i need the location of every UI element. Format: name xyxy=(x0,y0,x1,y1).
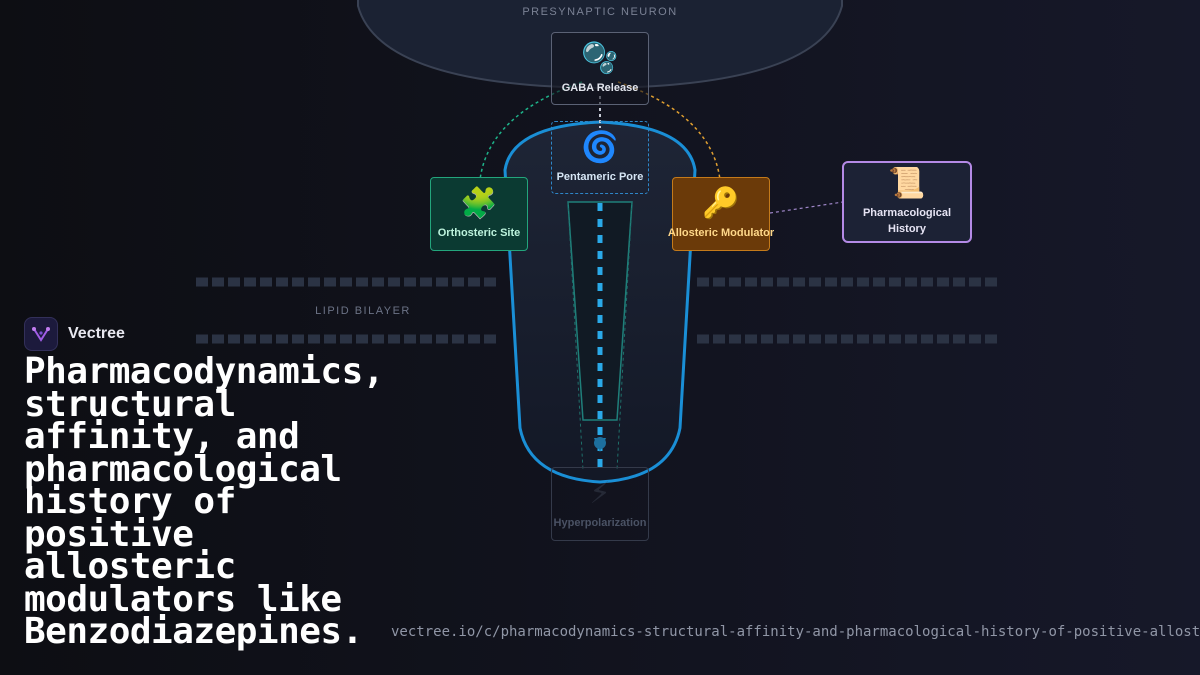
gaba-release-label: GABA Release xyxy=(561,81,639,94)
hyperpolarization-label: Hyperpolarization xyxy=(553,517,647,529)
ion-flow-drop xyxy=(594,437,606,449)
brand[interactable]: Vectree xyxy=(24,317,125,351)
gaba-release-node[interactable]: 🫧 GABA Release xyxy=(551,32,649,105)
cyclone-icon: 🌀 xyxy=(581,129,619,165)
scroll-icon: 📜 xyxy=(888,166,926,201)
page-title: Pharmacodynamics, structural affinity, a… xyxy=(24,351,384,652)
vectree-logo-icon xyxy=(24,317,58,351)
allosteric-modulator-label: Allosteric Modulator xyxy=(667,227,775,239)
pentameric-pore-node[interactable]: 🌀 Pentameric Pore xyxy=(551,121,649,194)
gaba-to-orthosteric-link xyxy=(479,81,583,181)
key-icon: 🔑 xyxy=(702,186,740,221)
bubbles-icon: 🫧 xyxy=(581,40,619,76)
lipid-bilayer-label: LIPID BILAYER xyxy=(315,305,411,317)
pentameric-pore-label: Pentameric Pore xyxy=(556,170,644,183)
page-url[interactable]: vectree.io/c/pharmacodynamics-structural… xyxy=(391,624,1200,640)
hyperpolarization-node[interactable]: ⚡ Hyperpolarization xyxy=(551,467,649,541)
puzzle-piece-icon: 🧩 xyxy=(460,186,498,221)
brand-name: Vectree xyxy=(68,325,125,342)
orthosteric-site-node[interactable]: 🧩 Orthosteric Site xyxy=(430,177,528,251)
inner-pore xyxy=(567,201,633,421)
pharmacological-history-node[interactable]: 📜 Pharmacological History xyxy=(842,161,972,243)
pharmacological-history-label: Pharmacological History xyxy=(862,207,952,235)
allosteric-modulator-node[interactable]: 🔑 Allosteric Modulator xyxy=(668,177,774,251)
gaba-to-allosteric-link xyxy=(617,81,721,181)
lightning-icon: ⚡ xyxy=(589,476,611,511)
pore-guide-right xyxy=(616,201,633,471)
presynaptic-neuron-label: PRESYNAPTIC NEURON xyxy=(522,6,678,18)
orthosteric-site-label: Orthosteric Site xyxy=(437,227,521,239)
pore-guide-left xyxy=(567,201,584,471)
allosteric-to-history-link xyxy=(769,201,844,214)
